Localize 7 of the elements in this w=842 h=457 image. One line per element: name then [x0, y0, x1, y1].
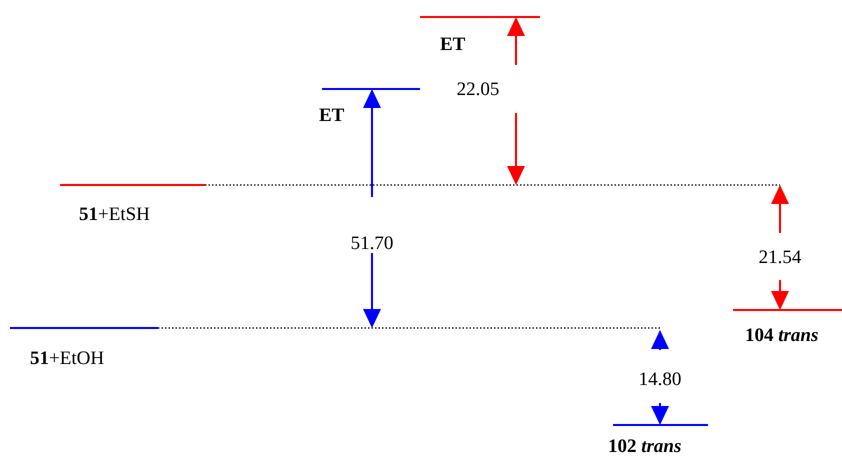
level-label: 104 trans: [745, 326, 818, 345]
level-label: 102 trans: [608, 437, 682, 456]
level-label: 51+EtSH: [79, 205, 150, 224]
level-label: ET: [319, 106, 344, 125]
level-label: 51+EtOH: [30, 349, 104, 368]
energy-value: 51.70: [350, 234, 394, 253]
level-label: ET: [440, 35, 466, 54]
